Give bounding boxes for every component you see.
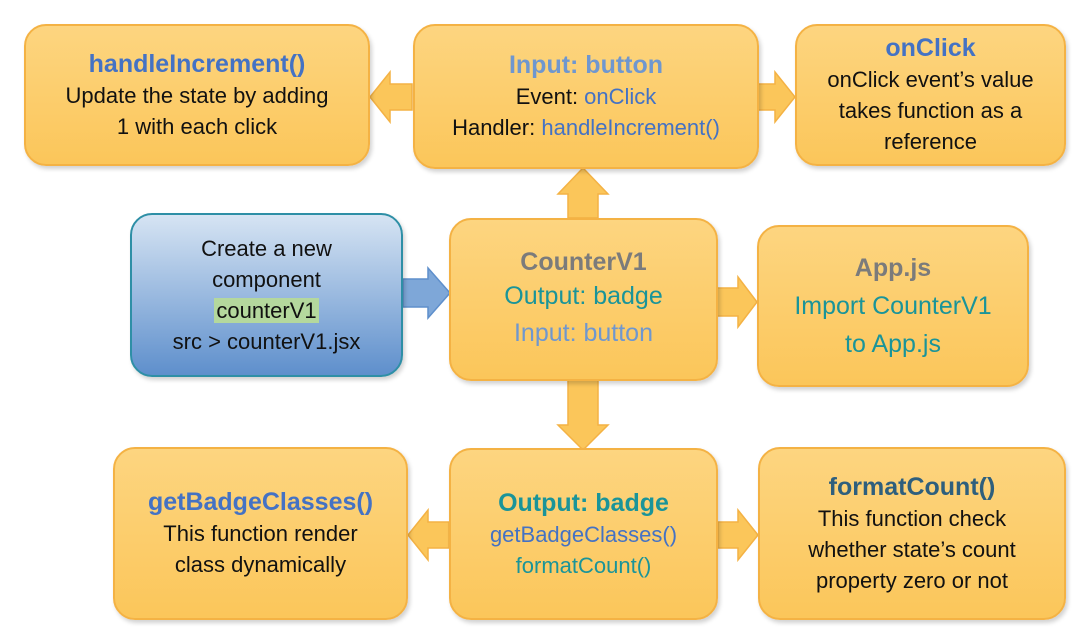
node-desc: reference <box>884 129 977 154</box>
event-label: Event: <box>515 84 585 109</box>
node-title: App.js <box>854 254 932 282</box>
node-desc: This function check <box>817 505 1007 531</box>
node-counter-v1: CounterV1 Output: badge Input: button <box>449 218 718 381</box>
arrow-output-to-formatcount <box>717 507 759 563</box>
node-title: Output: badge <box>498 488 669 517</box>
highlighted-component-name: counterV1 <box>214 298 319 323</box>
node-desc: Update the state by adding <box>65 82 329 108</box>
handler-line: Handler: handleIncrement() <box>452 112 720 143</box>
arrow-counter-to-app <box>716 274 758 330</box>
node-text: formatCount() <box>515 552 652 578</box>
arrow-counter-to-input <box>556 166 610 219</box>
node-title: onClick <box>885 34 976 62</box>
node-desc: 1 with each click <box>116 113 278 139</box>
node-text: component <box>212 267 321 292</box>
node-app-js: App.js Import CounterV1 to App.js <box>757 225 1029 387</box>
node-input: Input: button <box>513 319 653 347</box>
node-title: formatCount() <box>828 472 996 501</box>
node-title: Input: button <box>508 51 664 79</box>
handler-value: handleIncrement() <box>541 115 720 140</box>
node-desc: property zero or not <box>816 567 1008 593</box>
arrow-input-to-onclick <box>757 69 796 125</box>
node-text: src > counterV1.jsx <box>172 329 361 354</box>
node-desc: class dynamically <box>174 552 347 577</box>
node-output-badge: Output: badge getBadgeClasses() formatCo… <box>449 448 718 620</box>
node-title: CounterV1 <box>520 248 647 276</box>
node-output: Output: badge <box>504 282 663 310</box>
node-desc: whether state’s count <box>808 536 1016 562</box>
event-line: Event: onClick <box>516 81 657 112</box>
arrow-create-to-counter <box>402 266 451 320</box>
arrow-output-to-getbadge <box>407 507 450 563</box>
node-desc: This function render <box>163 521 358 546</box>
event-value: onClick <box>584 84 657 109</box>
arrow-counter-to-output <box>556 379 610 452</box>
node-handle-increment: handleIncrement() Update the state by ad… <box>24 24 370 166</box>
node-input-button: Input: button Event: onClick Handler: ha… <box>413 24 759 169</box>
node-text: to App.js <box>845 330 941 358</box>
node-get-badge-classes: getBadgeClasses() This function render c… <box>113 447 408 620</box>
handler-label: Handler: <box>452 115 542 140</box>
node-title: handleIncrement() <box>88 49 306 78</box>
node-desc: takes function as a <box>838 98 1023 123</box>
node-format-count: formatCount() This function check whethe… <box>758 447 1066 620</box>
node-onclick: onClick onClick event’s value takes func… <box>795 24 1066 166</box>
node-desc: onClick event’s value <box>827 67 1034 92</box>
arrow-input-to-handle <box>369 69 413 125</box>
node-title: getBadgeClasses() <box>147 488 374 516</box>
node-text: getBadgeClasses() <box>489 521 678 547</box>
node-create-component: Create a new component counterV1 src > c… <box>130 213 403 377</box>
node-text: Import CounterV1 <box>794 292 992 320</box>
node-text: Create a new <box>201 236 332 261</box>
